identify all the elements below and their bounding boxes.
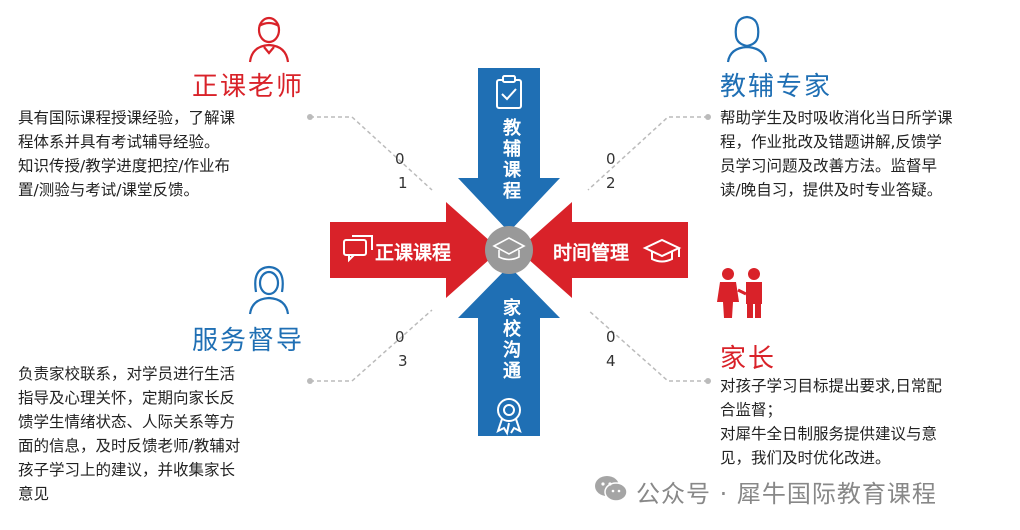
teacher-person-icon: [248, 16, 290, 63]
rosette-icon: [496, 398, 522, 436]
supervisor-description: 负责家校联系，对学员进行生活 指导及心理关怀，定期向家长反 馈学生情绪状态、人际…: [18, 365, 241, 503]
tutor-title: 教辅专家: [720, 72, 833, 102]
top-arrow-label: 教辅课程: [500, 118, 521, 202]
family-icon: [717, 268, 762, 318]
number-02-bottom: 2: [606, 174, 616, 192]
number-01-top: 0: [395, 150, 405, 168]
teacher-description: 具有国际课程授课经验，了解课 程体系并具有考试辅导经验。 知识传授/教学进度把控…: [18, 109, 236, 199]
connector-lines: [310, 116, 708, 382]
number-02-top: 0: [606, 150, 616, 168]
left-arrow-label: 正课课程: [375, 242, 452, 264]
connector-tutor: [587, 116, 708, 191]
tutor-person-icon: [726, 15, 768, 63]
supervisor-title: 服务督导: [192, 326, 305, 356]
right-arrow: [518, 202, 688, 298]
number-01-bottom: 1: [398, 174, 408, 192]
top-arrow: [458, 68, 560, 232]
supervisor-person-icon: [248, 265, 290, 315]
wechat-icon: [595, 476, 628, 502]
number-03-top: 0: [395, 328, 405, 346]
parent-title: 家长: [720, 344, 777, 374]
connector-teacher: [310, 116, 433, 191]
teacher-title: 正课老师: [192, 72, 305, 102]
chat-icon: [343, 235, 373, 263]
clipboard-icon: [496, 75, 522, 109]
connector-supervisor: [310, 309, 433, 382]
right-arrow-label: 时间管理: [553, 242, 630, 264]
center-hub-icon: [485, 226, 533, 274]
number-04-bottom: 4: [606, 352, 616, 370]
bottom-arrow-label: 家校沟通: [500, 298, 521, 382]
graduation-cap-icon: [642, 238, 682, 263]
parent-description: 对孩子学习目标提出要求,日常配 合监督； 对犀牛全日制服务提供建议与意 见，我们…: [720, 377, 942, 467]
left-arrow: [330, 202, 500, 298]
watermark-text: 公众号 · 犀牛国际教育课程: [636, 480, 937, 508]
number-03-bottom: 3: [398, 352, 408, 370]
tutor-description: 帮助学生及时吸收消化当日所学课 程，作业批改及错题讲解,反馈学 员学习问题及改善…: [720, 109, 953, 199]
number-04-top: 0: [606, 328, 616, 346]
bottom-arrow: [458, 266, 560, 436]
